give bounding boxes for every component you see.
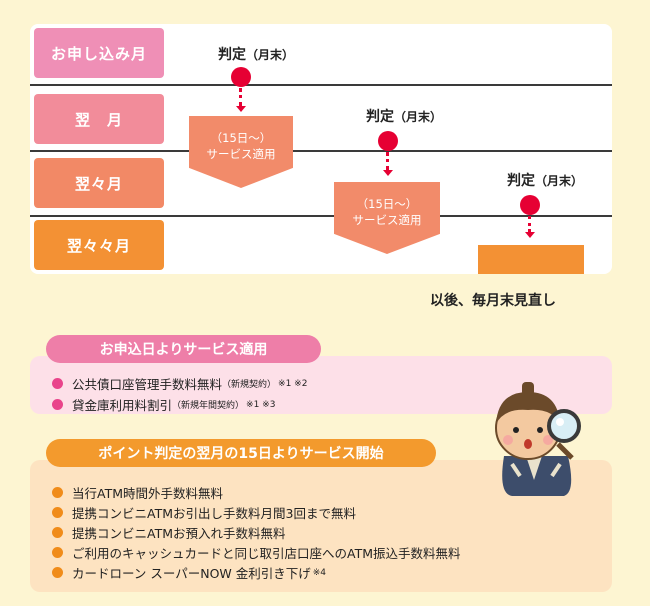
judgement-dot (520, 195, 540, 215)
after-note: 以後、毎月末見直し (430, 293, 556, 309)
judgement-label: 判定（月末） (507, 173, 584, 189)
section2-title: ポイント判定の翌月の15日よりサービス開始 (46, 439, 436, 467)
mascot-detective-illustration (495, 382, 581, 496)
list-item: ご利用のキャッシュカードと同じ取引店口座へのATM振込手数料無料 (52, 543, 461, 562)
row-label-next-month: 翌 月 (34, 94, 164, 144)
judgement-dot (378, 131, 398, 151)
service-start-bar (478, 245, 584, 274)
row-label-third-month: 翌々々月 (34, 220, 164, 270)
judgement-label: 判定（月末） (366, 109, 443, 125)
bullet-icon (52, 527, 63, 538)
bullet-icon (52, 507, 63, 518)
bullet-icon (52, 378, 63, 389)
dotted-arrow (239, 88, 242, 106)
list-item: カードローン スーパーNOW 金利引き下げ※4 (52, 563, 326, 582)
list-item: 当行ATM時間外手数料無料 (52, 483, 223, 502)
bullet-icon (52, 547, 63, 558)
row-label-month-after-next: 翌々月 (34, 158, 164, 208)
bullet-icon (52, 487, 63, 498)
bullet-icon (52, 567, 63, 578)
row-divider (30, 150, 612, 152)
dotted-arrow (386, 152, 389, 170)
arrow-head (236, 106, 246, 112)
list-item: 貸金庫利用料割引（新規年間契約）※1 ※3 (52, 395, 275, 414)
arrow-head (383, 170, 393, 176)
row-label-application-month: お申し込み月 (34, 28, 164, 78)
list-item: 公共債口座管理手数料無料（新規契約）※1 ※2 (52, 374, 307, 393)
list-item: 提携コンビニATMお預入れ手数料無料 (52, 523, 286, 542)
row-divider (30, 84, 612, 86)
judgement-label: 判定（月末） (218, 47, 295, 63)
arrow-head (525, 232, 535, 238)
dotted-arrow (528, 216, 531, 232)
section1-title: お申込日よりサービス適用 (46, 335, 321, 363)
judgement-dot (231, 67, 251, 87)
bullet-icon (52, 399, 63, 410)
list-item: 提携コンビニATMお引出し手数料月間3回まで無料 (52, 503, 356, 522)
row-divider (30, 215, 612, 217)
